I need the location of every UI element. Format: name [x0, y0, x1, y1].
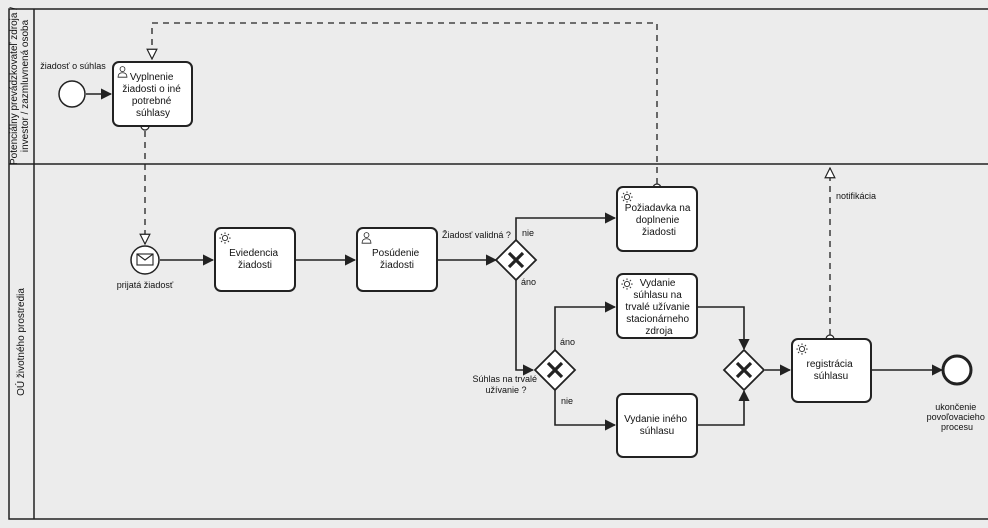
flow-permanent-no — [554, 390, 617, 431]
task-completion-request[interactable]: Požiadavka na doplnenie žiadosti — [616, 186, 698, 252]
gateway-permanent: Súhlas na trvalé užívanie ? áno nie — [472, 337, 577, 406]
lane-label-top: Potenciálny prevádzkovateľ zdroja /inves… — [9, 7, 31, 165]
svg-text:Vydanie iného súhlasu: Vydanie iného súhlasu — [624, 414, 690, 437]
gateway-valid-question: Žiadosť validná ? — [442, 230, 511, 240]
notification-label: notifikácia — [836, 191, 876, 201]
lane-bottom-title: OÚ životného prostredia — [14, 288, 27, 396]
svg-text:Potenciálny prevádzkovateľ zdr: Potenciálny prevádzkovateľ zdroja /inves… — [9, 7, 31, 165]
gateway-valid-no: nie — [522, 228, 534, 238]
svg-text:Vydanie súhlasu na: Vydanie súhlasu na trvalé užívanie staci… — [625, 278, 692, 337]
gateway-merge — [722, 348, 766, 392]
lane-label-bottom: OÚ životného prostredia — [14, 288, 27, 396]
task-consent-registration[interactable]: registrácia súhlasu — [791, 338, 872, 403]
svg-text:Posúdenie žiadosti: Posúdenie žiadosti — [372, 248, 422, 271]
start-event-label: žiadosť o súhlas — [40, 61, 106, 71]
message-event-label: prijatá žiadosť — [117, 280, 174, 290]
task-fill-request[interactable]: Vyplnenie žiadosti o iné potrebné súhlas… — [112, 61, 193, 127]
lane-top-line2: investor / zazmluvnená osoba — [20, 19, 31, 152]
lane-top-line1: Potenciálny prevádzkovateľ zdroja / — [9, 7, 20, 165]
end-event-label: ukončenie povoľovacieho procesu — [927, 402, 988, 432]
exclusive-x-icon — [735, 361, 753, 379]
flow-other-to-merge — [697, 389, 750, 426]
message-event: prijatá žiadosť — [117, 245, 174, 290]
sequence-flows — [86, 88, 944, 431]
flow-gateway-no — [515, 212, 617, 240]
end-event: ukončenie povoľovacieho procesu — [927, 354, 988, 432]
flow-permanent-to-merge — [697, 306, 750, 351]
envelope-icon — [136, 253, 154, 266]
message-flow-completion — [152, 22, 658, 184]
task-other-consent[interactable]: Vydanie iného súhlasu — [616, 393, 698, 458]
task-permanent-consent[interactable]: Vydanie súhlasu na trvalé užívanie staci… — [616, 273, 698, 339]
gateway-permanent-question: Súhlas na trvalé užívanie ? — [472, 374, 539, 395]
svg-text:Eviedencia žiadosti: Eviedencia žiadosti — [229, 248, 281, 271]
exclusive-x-icon — [507, 251, 525, 269]
task-assessment[interactable]: Posúdenie žiadosti — [356, 227, 438, 292]
gateway-permanent-no: nie — [561, 396, 573, 406]
start-event: žiadosť o súhlas — [40, 61, 106, 108]
flow-permanent-yes — [554, 301, 617, 350]
gateway-permanent-yes: áno — [560, 337, 575, 347]
task-registration[interactable]: Eviedencia žiadosti — [214, 227, 296, 292]
svg-text:Vyplnenie žiadosti o iné: Vyplnenie žiadosti o iné potrebné súhlas… — [122, 72, 183, 119]
gateway-valid: Žiadosť validná ? nie áno — [442, 228, 538, 287]
svg-text:registrácia súhlasu: registrácia súhlasu — [807, 359, 856, 382]
gateway-valid-yes: áno — [521, 277, 536, 287]
exclusive-x-icon — [546, 361, 564, 379]
flow-gateway-yes — [515, 280, 535, 376]
svg-text:Požiadavka na doplnenie: Požiadavka na doplnenie žiadosti — [625, 203, 693, 238]
